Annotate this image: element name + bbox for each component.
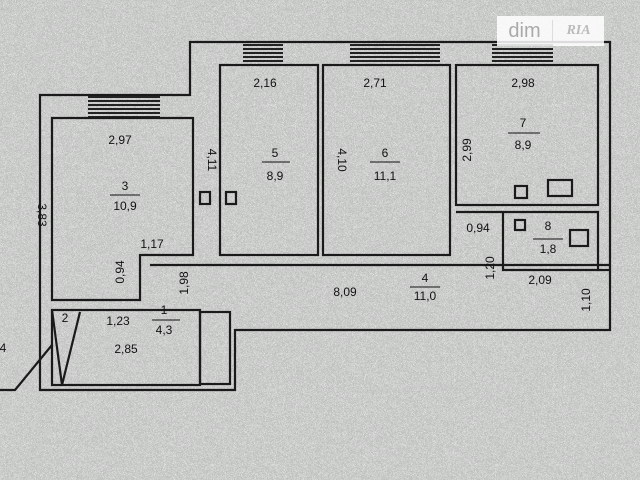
watermark-logo: dim RIA	[497, 16, 604, 46]
dim-r8-c: 2,09	[528, 273, 552, 287]
room-7-area: 8,9	[515, 138, 532, 152]
walls	[0, 40, 612, 392]
dim-r8-d: 1,10	[579, 288, 593, 312]
dim-r3-top: 2,97	[108, 133, 132, 147]
edge-label: 4	[0, 341, 7, 355]
watermark-dim: dim	[497, 19, 553, 43]
room-4-area: 11,0	[414, 289, 437, 303]
dim-r8-a: 0,94	[466, 221, 490, 235]
room-8-area: 1,8	[540, 242, 557, 256]
window	[350, 43, 440, 64]
room-3-number: 3	[122, 179, 129, 193]
dim-r3-side: 3,83	[35, 203, 49, 227]
room-1-area: 4,3	[156, 323, 173, 337]
room-6-area: 11,1	[374, 169, 397, 183]
room-5-number: 5	[272, 146, 279, 160]
dim-r1-a: 1,23	[106, 314, 130, 328]
dim-r3-notch-side: 0,94	[113, 260, 127, 284]
dim-r5-side: 4,11	[205, 149, 219, 172]
dim-r7-top: 2,98	[511, 76, 535, 90]
toilet-icon	[568, 228, 590, 248]
vent-icon	[198, 190, 212, 206]
room-8-number: 8	[545, 219, 552, 233]
room-5-area: 8,9	[267, 169, 284, 183]
dimension-labels: 2,97 3,83 1,17 0,94 1,98 1,23 2,85 2,16 …	[0, 76, 593, 356]
window	[492, 43, 553, 64]
dim-r3-notch: 1,17	[140, 237, 164, 251]
dim-corridor: 8,09	[333, 285, 357, 299]
room-labels: 3 10,9 5 8,9 6 11,1 7 8,9 8 1,8 4 11,0 1…	[62, 116, 563, 337]
room-3-area: 10,9	[113, 199, 137, 213]
bath-icon	[513, 218, 527, 232]
dim-r1-side: 1,98	[177, 271, 191, 295]
dim-r6-side: 4,10	[335, 148, 349, 172]
watermark-ria: RIA	[566, 23, 591, 38]
room-2-number: 2	[62, 311, 69, 325]
dim-r8-b: 1,20	[483, 256, 497, 280]
room-6-number: 6	[382, 146, 389, 160]
dim-r7-side: 2,99	[460, 138, 474, 162]
window	[88, 95, 160, 117]
sink-icon	[513, 184, 529, 200]
dim-r1-b: 2,85	[114, 342, 138, 356]
dim-r6-top: 2,71	[363, 76, 387, 90]
stove-icon	[546, 178, 574, 198]
window	[243, 43, 283, 64]
dim-r5-top: 2,16	[253, 76, 277, 90]
room-7-number: 7	[520, 116, 527, 130]
room-4-number: 4	[422, 271, 429, 285]
room-1-number: 1	[161, 303, 168, 317]
vent-icon	[224, 190, 238, 206]
